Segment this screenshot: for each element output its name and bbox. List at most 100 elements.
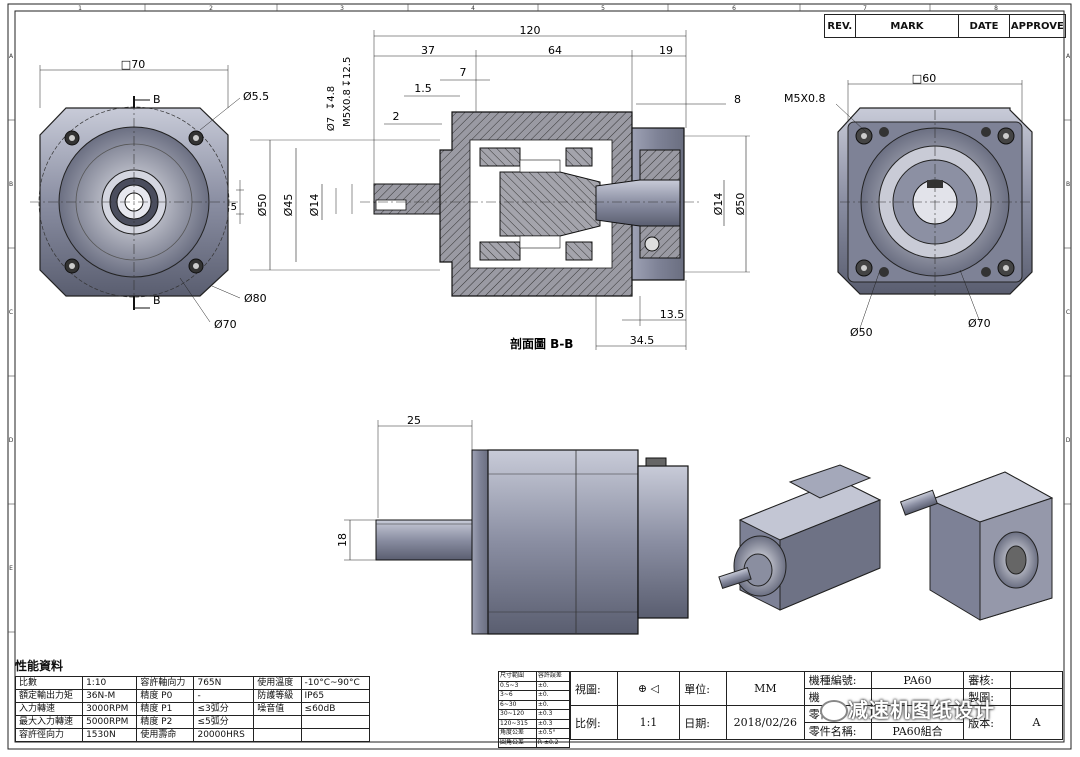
dim-flange-70: Ø70: [214, 318, 237, 331]
performance-cell: 容許軸向力: [136, 676, 195, 690]
tolerance-row: 3~6±0.: [498, 690, 571, 701]
dim-dia-50-right: Ø50: [734, 193, 747, 216]
zone-letter: A: [9, 53, 14, 60]
front-view-right: □60 M5X0.8 Ø50 Ø70: [784, 72, 1033, 339]
tolerance-cell: 容許誤差: [535, 671, 571, 682]
dim-dia-7: Ø7: [325, 117, 337, 131]
dim-depth-12-5: ↧12.5: [342, 57, 353, 88]
unit-value: MM: [725, 671, 805, 706]
dim-dia-14: Ø14: [308, 194, 321, 217]
dim-bore-14: Ø14: [712, 193, 725, 216]
dim-length-8: 8: [734, 93, 741, 106]
performance-cell: 20000HRS: [193, 728, 255, 742]
performance-cell: 精度 P0: [136, 689, 195, 703]
zone-letter: B: [9, 181, 13, 188]
dim-shaft-dia: 18: [336, 533, 349, 547]
tolerance-row: 0.5~3±0.: [498, 680, 571, 691]
zone-letter: D: [1066, 437, 1071, 444]
zone-number: 8: [994, 5, 998, 12]
zone-letter: C: [9, 309, 13, 316]
performance-cell: [300, 728, 371, 742]
zone-number: 4: [471, 5, 475, 12]
performance-cell: 使用溫度: [253, 676, 302, 690]
dim-dia-50-left: Ø50: [256, 194, 269, 217]
section-mark-top: B: [153, 93, 161, 106]
side-view: 25 18: [336, 414, 689, 635]
zone-letter: A: [1066, 53, 1071, 60]
rev-header: REV.: [825, 15, 856, 37]
dim-length-13-5: 13.5: [660, 308, 685, 321]
draw-label: 製圖:: [963, 688, 1011, 706]
scale-label: 比例:: [570, 705, 618, 740]
performance-cell: [253, 715, 302, 729]
zone-letter: B: [1066, 181, 1070, 188]
dim-key-width: 5: [231, 202, 237, 213]
zone-number: 1: [78, 5, 82, 12]
performance-cell: 防護等級: [253, 689, 302, 703]
sheet-border: [7, 3, 1072, 750]
tolerance-row: 30~120±0.3: [498, 709, 571, 720]
performance-cell: IP65: [300, 689, 371, 703]
section-mark-bottom: B: [153, 294, 161, 307]
tolerance-cell: 120~315: [498, 718, 537, 729]
iso-view-left: [718, 464, 882, 611]
performance-cell: 噪音值: [253, 702, 302, 716]
tolerance-cell: 尺寸範圍: [498, 671, 537, 682]
performance-cell: [253, 728, 302, 742]
dim-dia-45: Ø45: [282, 194, 295, 217]
performance-cell: 精度 P2: [136, 715, 195, 729]
date-header: DATE: [959, 15, 1010, 37]
wechat-icon: [820, 700, 848, 722]
zone-number: 3: [340, 5, 344, 12]
performance-cell: 5000RPM: [82, 715, 138, 729]
tolerance-cell: R ±0.2: [535, 737, 571, 748]
tolerance-cell: ±0.: [535, 690, 571, 701]
zone-number: 6: [732, 5, 736, 12]
tolerance-cell: 角度公差: [498, 728, 537, 739]
zone-letter: D: [9, 437, 14, 444]
zone-number: 2: [209, 5, 213, 12]
performance-cell: ≤3弧分: [193, 702, 255, 716]
dim-dia-50-view: Ø50: [850, 326, 873, 339]
revision-header: REV. MARK DATE APPROVE: [824, 14, 1066, 38]
dim-thread-m5: M5X0.8: [342, 89, 353, 127]
zone-number: 5: [601, 5, 605, 12]
dim-thread-right: M5X0.8: [784, 92, 826, 105]
section-view: 120 37 64 19 7 1.5 2 8 Ø50 Ø45 Ø14 Ø7 ↧4…: [250, 24, 750, 351]
performance-cell: -10°C~90°C: [300, 676, 371, 690]
dim-length-7: 7: [460, 66, 467, 79]
performance-cell: 765N: [193, 676, 255, 690]
revision-label: 版本:: [963, 705, 1011, 740]
tolerance-cell: ±0.3: [535, 709, 571, 720]
performance-cell: 比數: [14, 676, 84, 690]
tolerance-cell: ±0.5°: [535, 728, 571, 739]
zone-letter: E: [9, 565, 13, 572]
performance-cell: 最大入力轉速: [14, 715, 84, 729]
dim-shaft-length: 25: [407, 414, 421, 427]
dim-depth-4-8: ↧4.8: [326, 86, 337, 110]
model-value: PA60: [870, 671, 965, 689]
dim-bolt-circle-80: Ø80: [244, 292, 267, 305]
tolerance-row: 6~30±0.: [498, 699, 571, 710]
dim-dia-70-view: Ø70: [968, 317, 991, 330]
section-caption: 剖面圖 B-B: [510, 336, 573, 351]
tolerance-cell: 圓角公差: [498, 737, 537, 748]
performance-cell: 入力轉速: [14, 702, 84, 716]
dim-square-60: □60: [912, 72, 936, 85]
check-value: [1009, 671, 1064, 689]
performance-title: 性能資料: [15, 659, 64, 673]
tolerance-row: 角度公差±0.5°: [498, 728, 571, 739]
tolerance-cell: ±0.: [535, 680, 571, 691]
tolerance-cell: 6~30: [498, 699, 537, 710]
check-label: 審核:: [963, 671, 1011, 689]
approve-header: APPROVE: [1010, 20, 1064, 32]
dim-length-1-5: 1.5: [414, 82, 432, 95]
revision-value: A: [1009, 705, 1064, 740]
performance-cell: 3000RPM: [82, 702, 138, 716]
